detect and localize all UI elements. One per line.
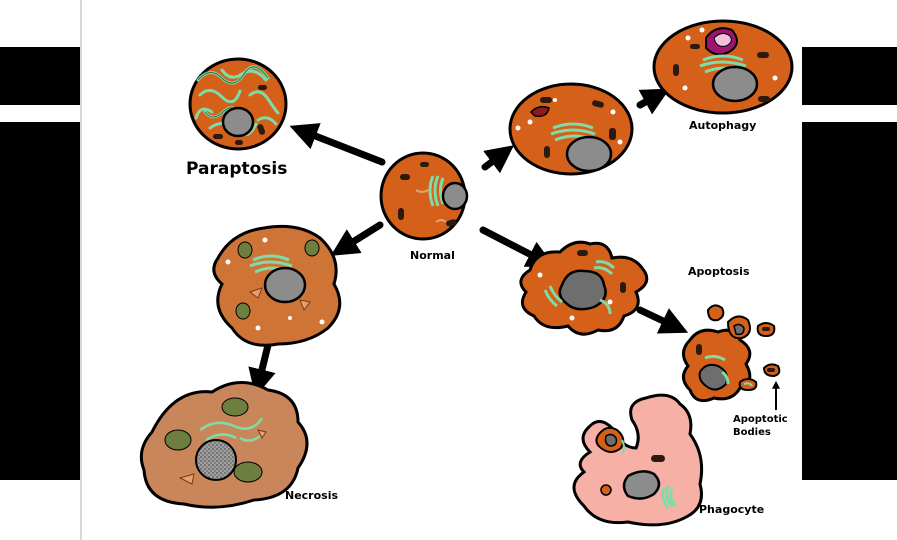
- label-normal: Normal: [410, 249, 455, 262]
- arrows: [248, 88, 689, 397]
- normal-cell: [379, 151, 469, 241]
- arrow-to-autophagy-stage2: [636, 88, 670, 115]
- label-phagocyte: Phagocyte: [699, 503, 765, 516]
- right-bar-top: [802, 47, 897, 105]
- left-bar-top: [0, 47, 80, 105]
- paraptosis-cell: [188, 57, 288, 151]
- label-necrosis: Necrosis: [285, 489, 339, 502]
- autophagy-early-cell: [508, 82, 634, 176]
- arrow-to-paraptosis: [289, 123, 386, 166]
- arrow-to-necrosis-stage1: [330, 221, 384, 256]
- right-bar-main: [802, 122, 897, 480]
- label-paraptosis: Paraptosis: [186, 159, 288, 179]
- phagocyte-cell: [572, 393, 704, 527]
- label-apoptotic-bodies-line1: Apoptotic: [733, 414, 788, 425]
- arrow-to-necrosis-stage2: [248, 341, 276, 397]
- label-apoptosis: Apoptosis: [688, 265, 750, 278]
- label-apoptotic-bodies-line2: Bodies: [733, 427, 771, 438]
- swelling-cell: [212, 224, 342, 347]
- left-bar-main: [0, 122, 80, 480]
- autophagy-cell: [652, 19, 794, 115]
- label-autophagy: Autophagy: [689, 119, 757, 132]
- apoptotic-bodies: [682, 304, 781, 403]
- apoptosis-cell: [519, 240, 649, 336]
- divider-line: [80, 0, 82, 540]
- arrow-to-autophagy-stage1: [481, 145, 514, 174]
- necrosis-cell: [139, 381, 309, 509]
- arrow-to-apoptotic-bodies: [636, 306, 689, 334]
- arrow-to-apoptosis: [479, 226, 555, 268]
